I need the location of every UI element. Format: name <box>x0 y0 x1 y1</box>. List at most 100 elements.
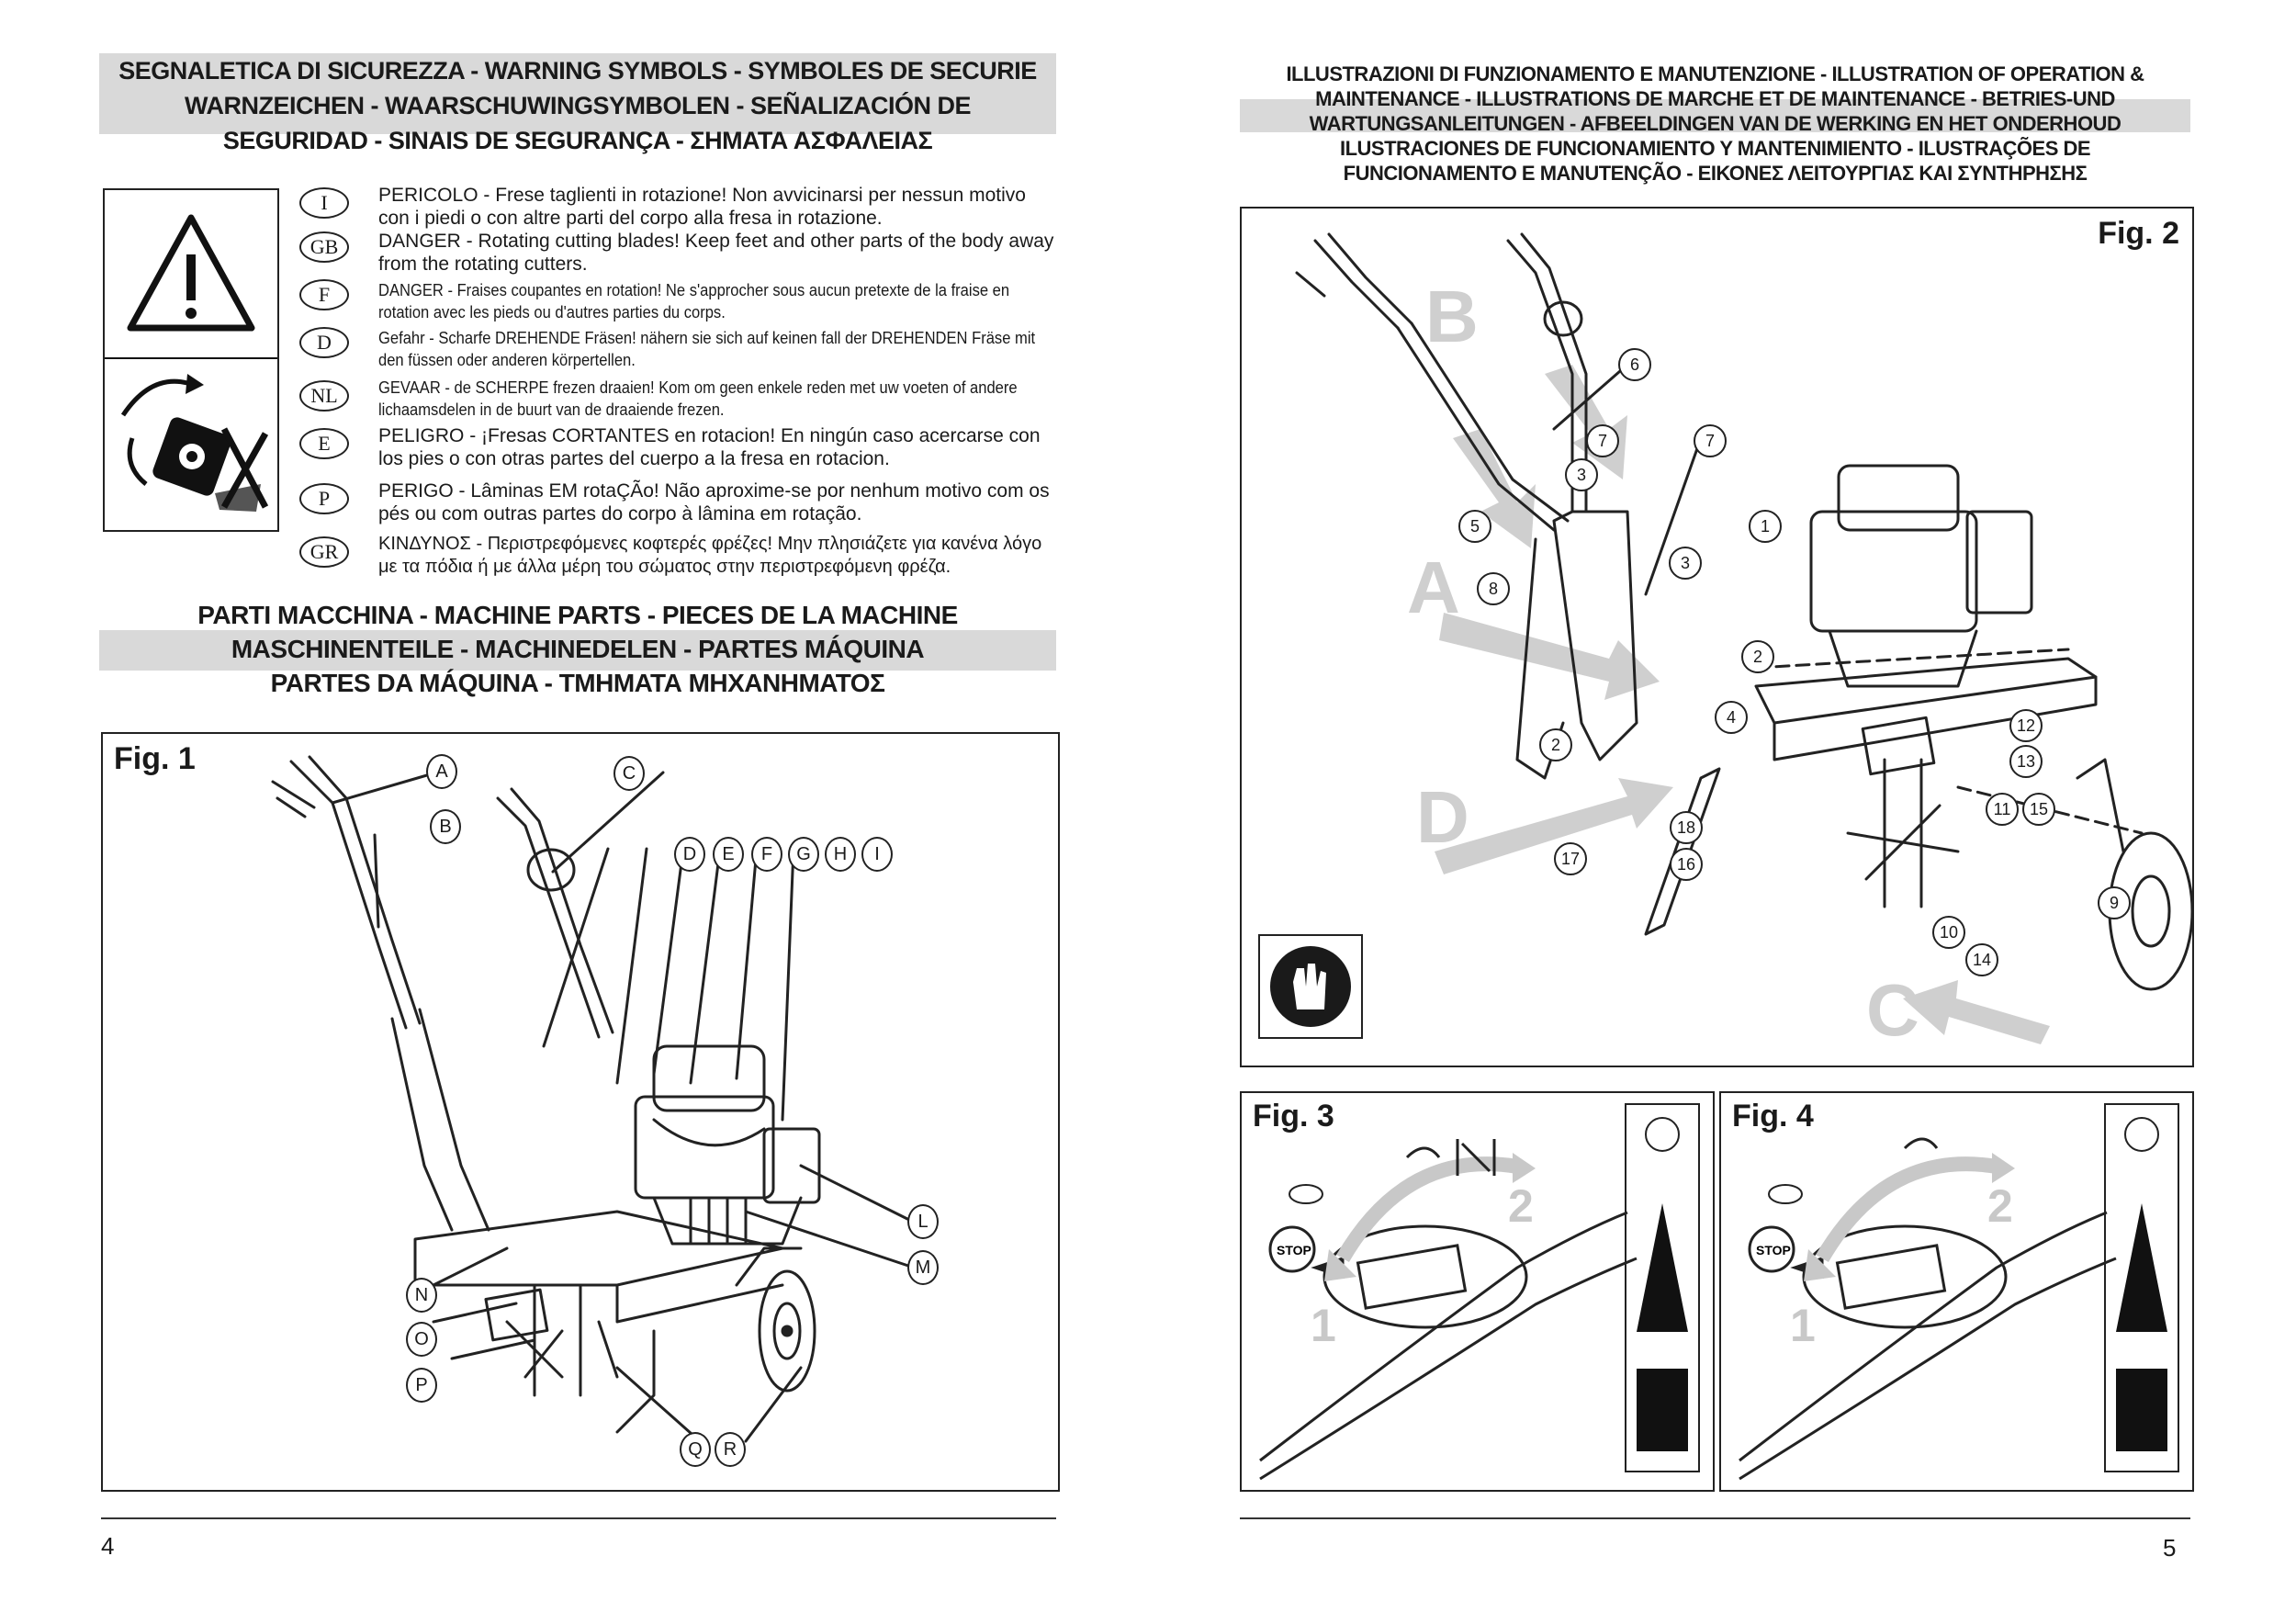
fig2-callout-4: 4 <box>1715 701 1748 734</box>
lever-symbol-icon <box>1456 1139 1496 1176</box>
fig2-title: Fig. 2 <box>2098 216 2179 251</box>
fig2-callout-12: 12 <box>2009 709 2043 742</box>
fig1-title: Fig. 1 <box>114 741 196 776</box>
heading-band <box>1240 99 2190 132</box>
heading-line: PARTI MACCHINA - MACHINE PARTS - PIECES … <box>197 601 958 629</box>
fig3-panel: Fig. 3 1 2 STOP <box>1240 1091 1715 1492</box>
lang-badge-f: F <box>299 279 349 310</box>
heading-line: FUNCIONAMENTO E MANUTENÇÃO - ΕΙΚΟΝΕΣ ΛΕΙ… <box>1343 162 2088 185</box>
warning-text-nl: GEVAAR - de SCHERPE frezen draaien! Kom … <box>378 378 1018 419</box>
fig2-callout-7: 7 <box>1586 424 1619 457</box>
throttle-diagram: 1 2 STOP <box>1259 1103 1700 1481</box>
fig2-callout-17: 17 <box>1554 842 1587 875</box>
fig1-callout-h: H <box>825 837 856 872</box>
speed-scale <box>2104 1103 2179 1472</box>
assembly-drawing: B A D C <box>1295 232 2194 1051</box>
fig1-callout-l: L <box>907 1204 939 1239</box>
machine-parts-heading: PARTI MACCHINA - MACHINE PARTS - PIECES … <box>99 601 1056 702</box>
fig2-callout-14: 14 <box>1965 943 1998 976</box>
fig1-callout-f: F <box>751 837 782 872</box>
lang-badge-i: I <box>299 187 349 219</box>
fig1-callout-b: B <box>430 809 461 844</box>
page-number-right: 5 <box>2163 1534 2177 1562</box>
heading-band <box>99 53 1056 134</box>
warning-text-it: PERICOLO - Frese taglienti in rotazione!… <box>378 185 1026 229</box>
rabbit-icon <box>1903 1137 1939 1150</box>
fig2-letter-b: B <box>1425 276 1479 357</box>
stop-icon <box>1645 1117 1680 1152</box>
lang-badge-nl: NL <box>299 380 349 412</box>
fig2-letter-c: C <box>1866 969 1919 1051</box>
fig4-title: Fig. 4 <box>1732 1099 1814 1133</box>
footer-rule <box>1240 1517 2190 1519</box>
fig4-panel: Fig. 4 1 2 STOP <box>1719 1091 2194 1492</box>
stop-label: STOP <box>1277 1243 1311 1257</box>
warning-text-pt: PERIGO - Lâminas EM rotaÇÃo! Não aproxim… <box>378 480 1050 524</box>
heading-line: ILLUSTRAZIONI DI FUNZIONAMENTO E MANUTEN… <box>1286 62 2144 85</box>
illustrations-heading: ILLUSTRAZIONI DI FUNZIONAMENTO E MANUTEN… <box>1240 62 2190 191</box>
page-number-left: 4 <box>101 1532 115 1560</box>
fig2-letter-a: A <box>1407 547 1460 628</box>
lang-badge-gb: GB <box>299 231 349 263</box>
fig1-callout-r: R <box>715 1432 746 1467</box>
fig2-callout-1: 1 <box>1749 510 1782 543</box>
fig1-callout-o: O <box>406 1322 437 1357</box>
turtle-icon <box>1768 1184 1803 1204</box>
gloves-sign <box>1258 934 1363 1039</box>
warning-triangle-icon <box>105 214 277 359</box>
fig1-callout-e: E <box>713 837 744 872</box>
fig2-callout-18: 18 <box>1670 811 1703 844</box>
fig2-callout-16: 16 <box>1670 848 1703 881</box>
fig2-callout-2b: 2 <box>1539 728 1572 761</box>
fig2-callout-6: 6 <box>1618 348 1651 381</box>
lang-badge-p: P <box>299 483 349 514</box>
heading-line: MAINTENANCE - ILLUSTRATIONS DE MARCHE ET… <box>1315 87 2115 110</box>
lang-badge-gr: GR <box>299 536 349 568</box>
lang-badge-d: D <box>299 327 349 358</box>
fig2-callout-7b: 7 <box>1694 424 1727 457</box>
fig2-callout-9: 9 <box>2098 886 2131 919</box>
fig2-callout-10: 10 <box>1932 916 1965 949</box>
fig1-callout-d: D <box>674 837 705 872</box>
warning-symbol-panel <box>103 188 279 532</box>
rotating-cutter-icon <box>120 374 269 512</box>
fig2-panel: Fig. 2 B A D C <box>1240 207 2194 1067</box>
fig1-callout-n: N <box>406 1278 437 1313</box>
fig1-callout-g: G <box>788 837 819 872</box>
stop-label: STOP <box>1756 1243 1791 1257</box>
fig1-callout-q: Q <box>680 1432 711 1467</box>
fig1-callout-i: I <box>861 837 893 872</box>
fig1-callout-m: M <box>907 1250 939 1285</box>
warning-text-es: PELIGRO - ¡Fresas CORTANTES en rotacion!… <box>378 425 1041 469</box>
tiller-drawing <box>271 755 913 1443</box>
fig1-callout-c: C <box>613 756 645 791</box>
fig2-callout-15: 15 <box>2022 793 2055 826</box>
heading-line: ILUSTRACIONES DE FUNCIONAMIENTO Y MANTEN… <box>1339 137 2091 160</box>
fig2-callout-11: 11 <box>1986 793 2019 826</box>
heading-line: WARNZEICHEN - WAARSCHUWINGSYMBOLEN - SEÑ… <box>185 92 971 119</box>
turtle-icon <box>1289 1184 1323 1204</box>
lever-position-2: 2 <box>1508 1180 1534 1232</box>
warning-text-de: Gefahr - Scharfe DREHENDE Fräsen! nähern… <box>378 329 1036 369</box>
warning-symbols-heading: SEGNALETICA DI SICUREZZA - WARNING SYMBO… <box>99 57 1056 158</box>
warning-text-fr: DANGER - Fraises coupantes en rotation! … <box>378 281 1010 321</box>
lever-position-1: 1 <box>1311 1300 1336 1351</box>
fig2-callout-2: 2 <box>1741 640 1774 673</box>
footer-rule <box>101 1517 1056 1519</box>
fig1-panel: Fig. 1 <box>101 732 1060 1492</box>
heading-line: WARTUNGSANLEITUNGEN - AFBEELDINGEN VAN D… <box>1309 112 2122 135</box>
heading-line: SEGURIDAD - SINAIS DE SEGURANÇA - ΣΗΜΑΤΑ… <box>222 127 933 154</box>
fig2-callout-8: 8 <box>1477 572 1510 605</box>
warning-text-en: DANGER - Rotating cutting blades! Keep f… <box>378 231 1054 275</box>
heading-line: SEGNALETICA DI SICUREZZA - WARNING SYMBO… <box>118 57 1037 85</box>
speed-scale <box>1625 1103 1700 1472</box>
fig2-callout-5: 5 <box>1458 510 1491 543</box>
heading-band <box>99 630 1056 671</box>
stop-icon <box>2124 1117 2159 1152</box>
heading-line: MASCHINENTEILE - MACHINEDELEN - PARTES M… <box>231 635 925 663</box>
lang-badge-e: E <box>299 428 349 459</box>
fig2-callout-3: 3 <box>1565 458 1598 491</box>
fig2-callout-3b: 3 <box>1669 547 1702 580</box>
fig2-callout-13: 13 <box>2009 745 2043 778</box>
gloves-icon <box>1270 946 1351 1027</box>
